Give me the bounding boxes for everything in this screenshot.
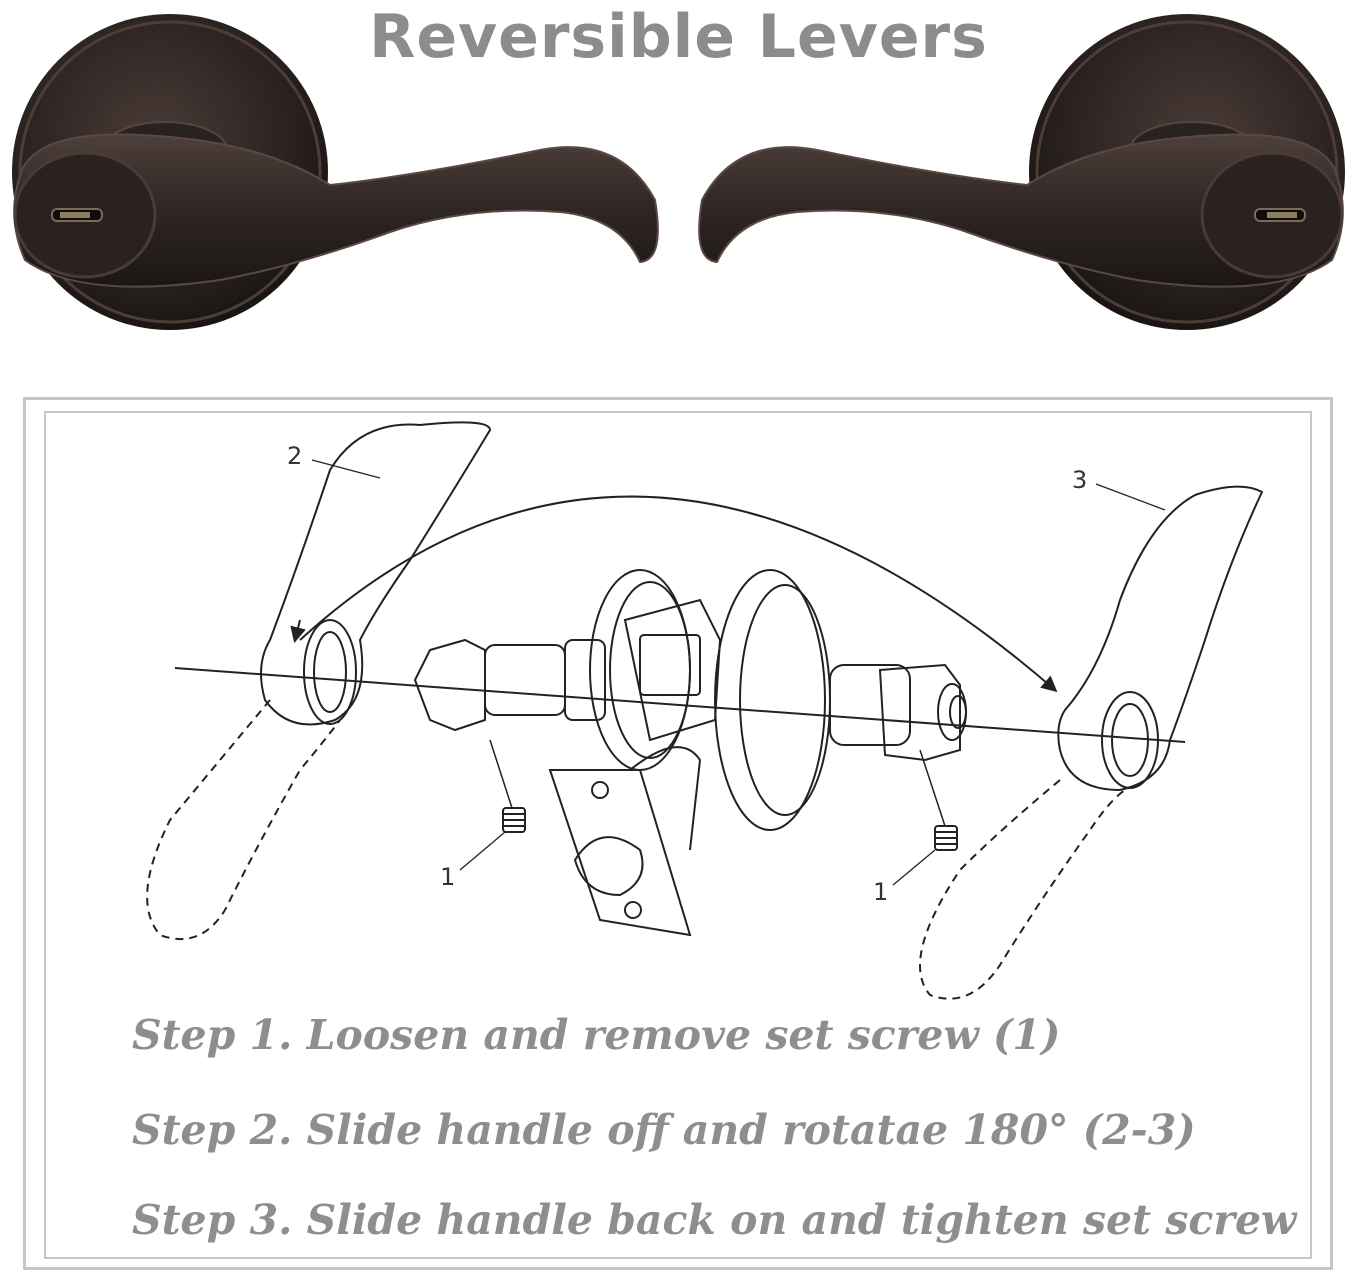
diagram-outer-frame: [23, 397, 1333, 1270]
callout-handle-2: 2: [287, 442, 302, 470]
callout-handle-3: 3: [1072, 466, 1087, 494]
lock-body-drawing: [413, 569, 967, 937]
left-lever-photo: [12, 14, 659, 330]
diagram-inner-frame: [44, 411, 1312, 1259]
step-2-text: Step 2. Slide handle off and rotatae 180…: [132, 1106, 1196, 1154]
right-lever-handle: [698, 133, 1344, 288]
callout-set-screw-right: 1: [873, 878, 888, 906]
left-lever-handle: [13, 133, 659, 288]
step-3-text: Step 3. Slide handle back on and tighten…: [132, 1196, 1297, 1244]
page-title: Reversible Levers: [369, 2, 988, 72]
left-handle-drawing: [146, 421, 492, 941]
spindle-axis-line: [174, 667, 1186, 743]
step-1-text: Step 1. Loosen and remove set screw (1): [132, 1011, 1061, 1059]
lever-photos: [12, 14, 1345, 330]
right-lever-photo: [698, 14, 1345, 330]
rotation-arc-arrow: [299, 495, 1058, 693]
callout-set-screw-left: 1: [440, 863, 455, 891]
right-handle-drawing: [919, 485, 1264, 1000]
